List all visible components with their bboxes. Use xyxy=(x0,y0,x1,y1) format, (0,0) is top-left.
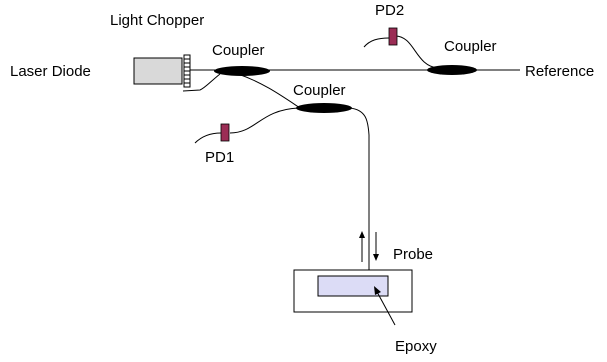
fiber-pd1-to-coupler2 xyxy=(229,107,299,134)
label-pd1: PD1 xyxy=(205,149,234,166)
coupler-3 xyxy=(427,65,477,75)
laser-diode xyxy=(133,57,183,85)
fiber-pd2-to-coupler3 xyxy=(394,35,439,69)
fiber-coupler1-tail xyxy=(182,73,221,92)
label-coupler-lower: Coupler xyxy=(293,82,346,99)
fiber-pd2-tail xyxy=(363,37,390,48)
label-light-chopper: Light Chopper xyxy=(110,12,204,29)
label-coupler-right: Coupler xyxy=(444,38,497,55)
photodiode-pd1 xyxy=(220,123,230,142)
coupler-2 xyxy=(296,103,352,113)
fiber-to-probe xyxy=(349,107,370,283)
label-epoxy: Epoxy xyxy=(395,338,437,355)
epoxy-well xyxy=(317,275,389,297)
label-reference: Reference xyxy=(525,63,594,80)
fiber-pd1-tail xyxy=(194,132,222,144)
label-coupler-main: Coupler xyxy=(212,42,265,59)
photodiode-pd2 xyxy=(388,27,398,46)
epoxy-pointer-arrowhead xyxy=(374,286,381,295)
fiber-coupler1-to-coupler2 xyxy=(237,73,301,109)
probe-direction-arrows xyxy=(359,231,379,262)
label-laser-diode: Laser Diode xyxy=(10,63,91,80)
light-chopper xyxy=(183,54,191,88)
label-pd2: PD2 xyxy=(375,2,404,19)
label-probe: Probe xyxy=(393,246,433,263)
epoxy-pointer xyxy=(375,289,396,326)
coupler-1 xyxy=(214,66,270,76)
